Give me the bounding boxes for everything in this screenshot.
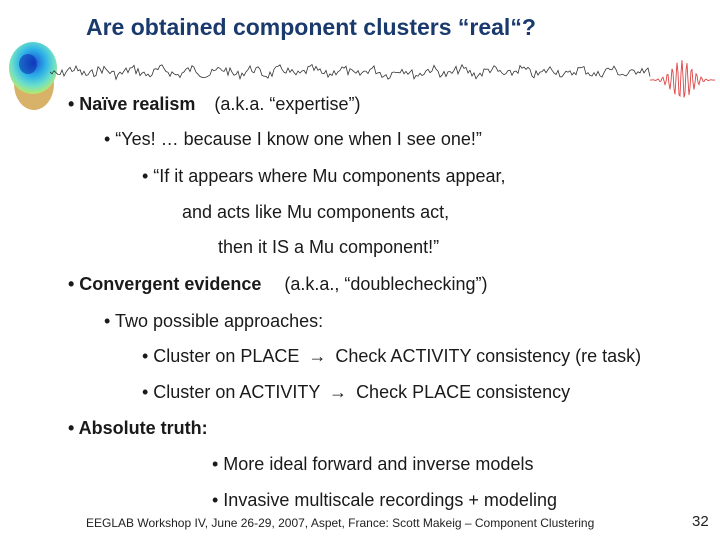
page-number: 32 [692,513,709,530]
naive-realism-aka: (a.k.a. “expertise”) [214,94,361,114]
bullet-invasive-recordings: • Invasive multiscale recordings + model… [212,490,557,510]
bullet-absolute-truth: • Absolute truth: [68,418,208,438]
bullet-yes: • “Yes! … because I know one when I see … [104,129,482,149]
cluster-place-text: • Cluster on PLACE [142,346,300,366]
bullet-mu-line-2: and acts like Mu components act, [182,202,450,222]
check-place-text: Check PLACE consistency [356,382,571,402]
arrow-right-icon: → [329,382,348,402]
arrow-right-icon: → [308,346,327,366]
convergent-evidence-heading: • Convergent evidence [68,274,262,294]
check-activity-text: Check ACTIVITY consistency (re task) [335,346,642,366]
convergent-evidence-aka: (a.k.a., “doublechecking”) [284,274,488,294]
bullet-cluster-place: • Cluster on PLACE → Check ACTIVITY cons… [142,346,641,367]
slide-title: Are obtained component clusters “real“? [86,14,536,40]
bullet-ideal-models: • More ideal forward and inverse models [212,454,534,474]
scalp-map-head-icon [9,42,57,110]
cluster-activity-text: • Cluster on ACTIVITY [142,382,321,402]
naive-realism-heading: • Naïve realism [68,94,196,114]
bullet-mu-line-3: then it IS a Mu component!” [218,237,440,257]
bullet-convergent-evidence: • Convergent evidence (a.k.a., “doublech… [68,274,487,295]
bullet-two-approaches: • Two possible approaches: [104,311,324,331]
eeg-trace-strip [50,60,715,98]
bullet-cluster-activity: • Cluster on ACTIVITY → Check PLACE cons… [142,382,570,403]
bullet-naive-realism: • Naïve realism (a.k.a. “expertise”) [68,94,360,115]
footer-text: EEGLAB Workshop IV, June 26-29, 2007, As… [86,516,595,530]
bullet-mu-line-1: • “If it appears where Mu components app… [142,166,506,186]
